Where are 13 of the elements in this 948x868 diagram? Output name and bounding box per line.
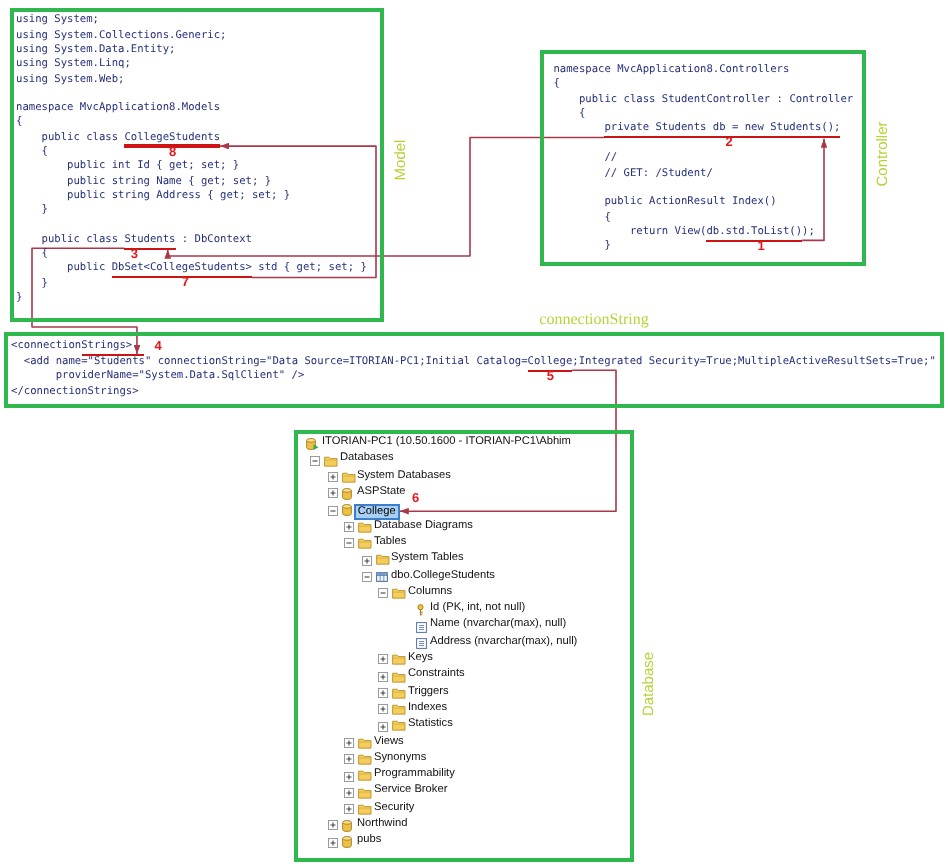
section-label: connectionString — [539, 311, 649, 327]
arrow — [31, 247, 141, 355]
arrow — [801, 138, 828, 242]
underline-marker — [527, 369, 573, 372]
underline-marker — [111, 276, 252, 279]
arrow — [164, 136, 606, 259]
underline-marker — [604, 136, 841, 139]
arrow — [219, 142, 377, 279]
underline-marker — [81, 354, 144, 357]
underline-marker — [124, 247, 176, 250]
underline-marker — [124, 144, 221, 148]
arrow — [398, 369, 617, 515]
underline-marker — [706, 239, 803, 242]
